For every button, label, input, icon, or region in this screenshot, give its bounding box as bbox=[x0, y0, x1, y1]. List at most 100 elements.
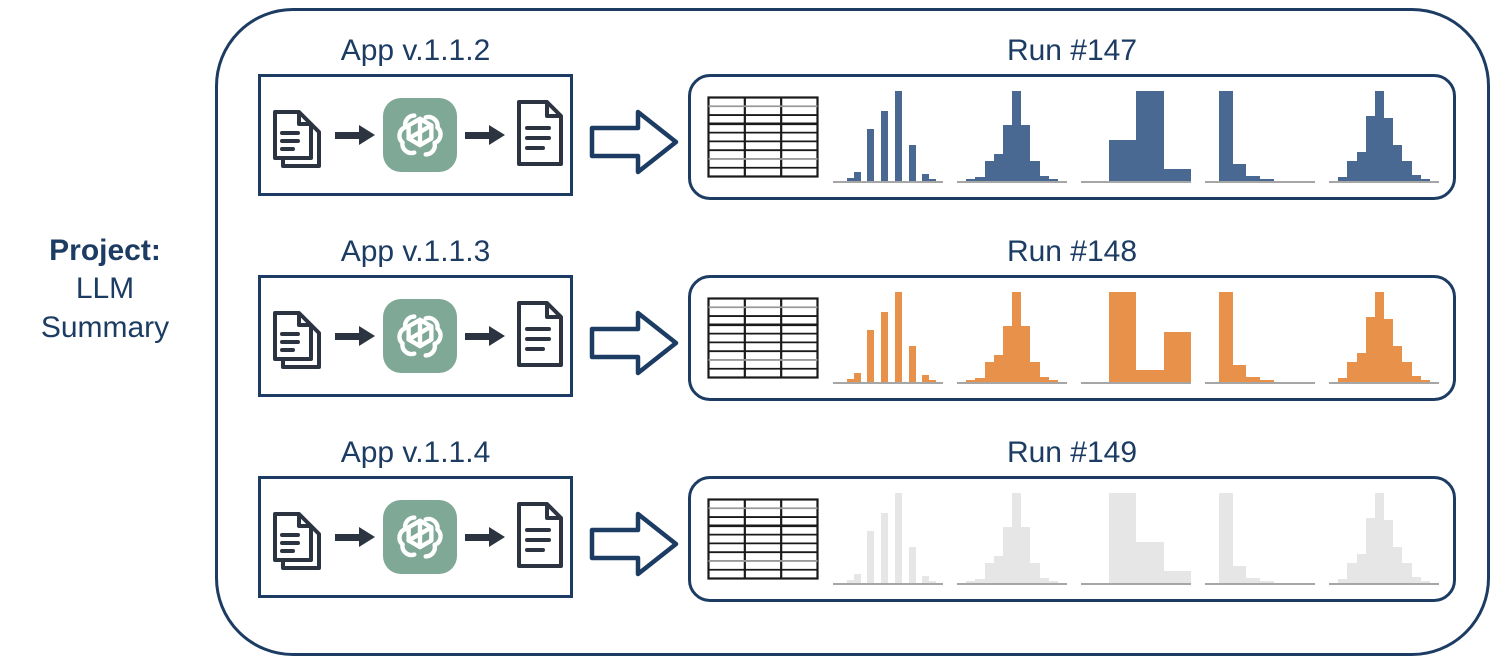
histogram-bar bbox=[1411, 375, 1421, 382]
histogram-bar bbox=[853, 373, 861, 382]
documents-stack-icon bbox=[265, 297, 327, 375]
histogram-bar bbox=[908, 547, 916, 583]
histogram-bars bbox=[957, 292, 1067, 382]
histogram-bar bbox=[922, 575, 930, 583]
documents-stack-icon bbox=[272, 110, 321, 168]
pipeline-box-0[interactable] bbox=[258, 74, 573, 196]
histogram-bar bbox=[867, 128, 875, 181]
histogram-bar bbox=[1374, 91, 1385, 181]
histogram-axis bbox=[1081, 382, 1191, 384]
pipeline-box-1[interactable] bbox=[258, 275, 573, 397]
histogram-bar bbox=[1384, 319, 1394, 382]
histogram-axis bbox=[957, 181, 1067, 183]
histogram-bar bbox=[1163, 571, 1191, 583]
pipeline-title-2: App v.1.1.4 bbox=[340, 436, 491, 469]
histogram-bar bbox=[1411, 576, 1421, 583]
run-title-2: Run #149 bbox=[1006, 436, 1138, 469]
histogram-bar bbox=[1163, 331, 1191, 382]
histogram-4 bbox=[1205, 292, 1315, 384]
histogram-bar bbox=[1420, 581, 1430, 583]
document-icon bbox=[516, 99, 563, 166]
histogram-bars bbox=[1081, 493, 1191, 583]
document-icon bbox=[513, 96, 567, 175]
histogram-axis bbox=[1205, 583, 1315, 585]
document-icon bbox=[516, 501, 563, 568]
histogram-bar bbox=[1108, 139, 1136, 181]
histogram-bar bbox=[1393, 346, 1403, 382]
histogram-bar bbox=[929, 179, 937, 181]
document-icon bbox=[516, 300, 563, 367]
histogram-bar bbox=[922, 374, 930, 382]
histogram-bar bbox=[975, 177, 985, 181]
histogram-1 bbox=[833, 493, 943, 585]
histogram-bar bbox=[1002, 326, 1013, 382]
project-label-line2: LLM bbox=[75, 272, 135, 306]
histogram-bars bbox=[957, 493, 1067, 583]
histogram-2 bbox=[957, 493, 1067, 585]
histogram-bar bbox=[1356, 554, 1366, 583]
histogram-bar bbox=[1384, 118, 1394, 181]
histogram-2 bbox=[957, 91, 1067, 183]
histogram-bar bbox=[984, 161, 994, 181]
histogram-axis bbox=[833, 382, 943, 384]
histogram-bar bbox=[1012, 91, 1022, 181]
openai-logo-icon bbox=[396, 314, 443, 358]
histogram-bar bbox=[1002, 527, 1013, 583]
project-label-line3: Summary bbox=[40, 310, 170, 344]
histogram-bar bbox=[1021, 125, 1031, 181]
histogram-bar bbox=[1246, 577, 1260, 583]
histogram-bar bbox=[984, 362, 994, 382]
histogram-5 bbox=[1329, 493, 1439, 585]
documents-stack-icon bbox=[272, 512, 321, 570]
histogram-bar bbox=[1039, 175, 1049, 181]
histogram-bar bbox=[1108, 292, 1136, 382]
histogram-bar bbox=[1232, 364, 1247, 382]
histogram-axis bbox=[957, 382, 1067, 384]
histogram-bar bbox=[929, 380, 937, 382]
histogram-bar bbox=[1338, 579, 1348, 583]
openai-logo-icon bbox=[382, 299, 457, 373]
histogram-bars bbox=[1205, 493, 1315, 583]
histogram-4 bbox=[1205, 91, 1315, 183]
histogram-bar bbox=[1246, 175, 1260, 181]
pipeline-box-2[interactable] bbox=[258, 476, 573, 598]
histogram-bar bbox=[929, 581, 937, 583]
histogram-bars bbox=[1329, 292, 1439, 382]
histogram-bar bbox=[1136, 91, 1164, 181]
histogram-bar bbox=[1260, 581, 1274, 583]
histogram-bar bbox=[1218, 292, 1233, 382]
run-title-0: Run #147 bbox=[1006, 34, 1138, 67]
histogram-bar bbox=[1232, 163, 1247, 181]
histogram-4 bbox=[1205, 493, 1315, 585]
block-arrow-right-icon bbox=[589, 511, 679, 577]
table-icon bbox=[707, 498, 819, 580]
histogram-bar bbox=[894, 91, 902, 181]
project-container bbox=[215, 8, 1490, 656]
run-box-2[interactable] bbox=[688, 476, 1456, 602]
openai-logo-icon bbox=[396, 515, 443, 559]
project-label-title: Project: bbox=[49, 234, 161, 267]
histogram-5 bbox=[1329, 292, 1439, 384]
histogram-bar bbox=[1260, 179, 1274, 181]
table-icon bbox=[707, 96, 819, 178]
document-icon bbox=[513, 498, 567, 577]
run-title-1: Run #148 bbox=[1006, 235, 1138, 268]
run-box-0[interactable] bbox=[688, 74, 1456, 200]
histogram-axis bbox=[1205, 181, 1315, 183]
run-box-1[interactable] bbox=[688, 275, 1456, 401]
histogram-bar bbox=[1048, 380, 1058, 382]
histogram-bars bbox=[1329, 91, 1439, 181]
openai-logo-icon bbox=[382, 500, 457, 574]
histogram-bar bbox=[993, 355, 1003, 382]
table-icon bbox=[707, 297, 819, 379]
histogram-bar bbox=[881, 311, 888, 382]
histogram-bar bbox=[908, 346, 916, 382]
histogram-bars bbox=[1205, 292, 1315, 382]
documents-stack-icon bbox=[265, 498, 327, 576]
histogram-bar bbox=[1356, 353, 1366, 382]
histogram-bar bbox=[1411, 174, 1421, 181]
histogram-bar bbox=[1402, 161, 1412, 181]
histogram-bar bbox=[1393, 145, 1403, 181]
histogram-bar bbox=[894, 493, 902, 583]
